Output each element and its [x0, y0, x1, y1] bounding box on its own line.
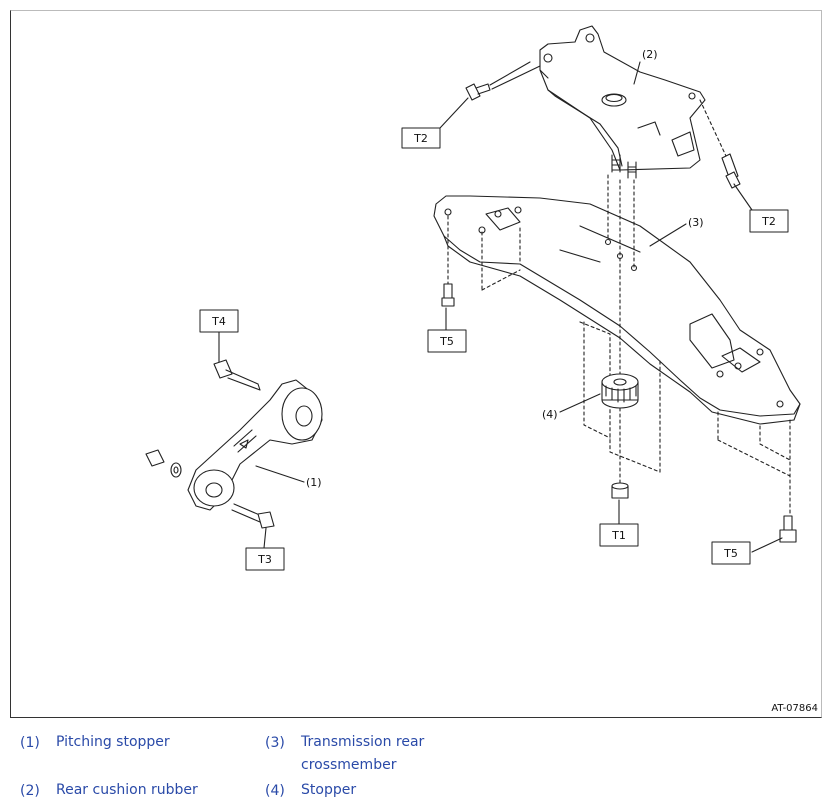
bolt-t5-left: [441, 283, 455, 307]
legend-number: (2): [20, 783, 40, 799]
transmission-crossmember: [433, 195, 801, 425]
bolt-t3: [231, 503, 275, 529]
bolt-t4: [213, 359, 261, 391]
leader-lines: [218, 61, 783, 553]
torque-label-t5-right: T5: [723, 547, 738, 560]
assembly-guide-lines: [447, 174, 791, 521]
nut-t1: [611, 482, 629, 499]
legend-number: (4): [265, 783, 285, 799]
callout-1: (1): [306, 476, 322, 489]
bolt-t2-upper-left: [465, 61, 541, 101]
torque-box-t2-right: [749, 209, 789, 233]
torque-box-t3: [245, 547, 285, 571]
torque-label-t2-upper: T2: [413, 132, 428, 145]
legend-text: Stopper: [301, 782, 357, 798]
callout-2: (2): [642, 48, 658, 61]
torque-box-t5-left: [427, 329, 467, 353]
legend-number: (3): [265, 735, 285, 751]
torque-label-t5-left: T5: [439, 335, 454, 348]
pitching-stopper: [187, 379, 323, 511]
callout-3: (3): [688, 216, 704, 229]
legend-text: Transmission rear crossmember: [301, 734, 425, 773]
torque-label-t1: T1: [611, 529, 626, 542]
torque-box-t2-upper: [401, 127, 441, 149]
legend-text: Rear cushion rubber: [56, 782, 198, 798]
torque-box-t4: [199, 309, 239, 333]
callout-4: (4): [542, 408, 558, 421]
torque-box-t5-right: [711, 541, 751, 565]
nut-and-washer: [145, 449, 182, 478]
legend-number: (1): [20, 735, 40, 751]
torque-label-t2-right: T2: [761, 215, 776, 228]
rear-cushion-rubber: [539, 25, 706, 179]
legend-text: Pitching stopper: [56, 734, 170, 750]
figure-id-label: AT-07864: [771, 703, 818, 714]
torque-label-t4: T4: [211, 315, 226, 328]
stopper: [601, 373, 639, 409]
bolt-t2-right: [699, 99, 741, 189]
figure-frame: [10, 10, 822, 718]
exploded-diagram: T2 T2 T4 T5 T3 T1 T5 (2) (3) (4) (1): [145, 25, 801, 571]
torque-box-t1: [599, 523, 639, 547]
torque-label-t3: T3: [257, 553, 272, 566]
bolt-t5-right: [779, 515, 797, 543]
